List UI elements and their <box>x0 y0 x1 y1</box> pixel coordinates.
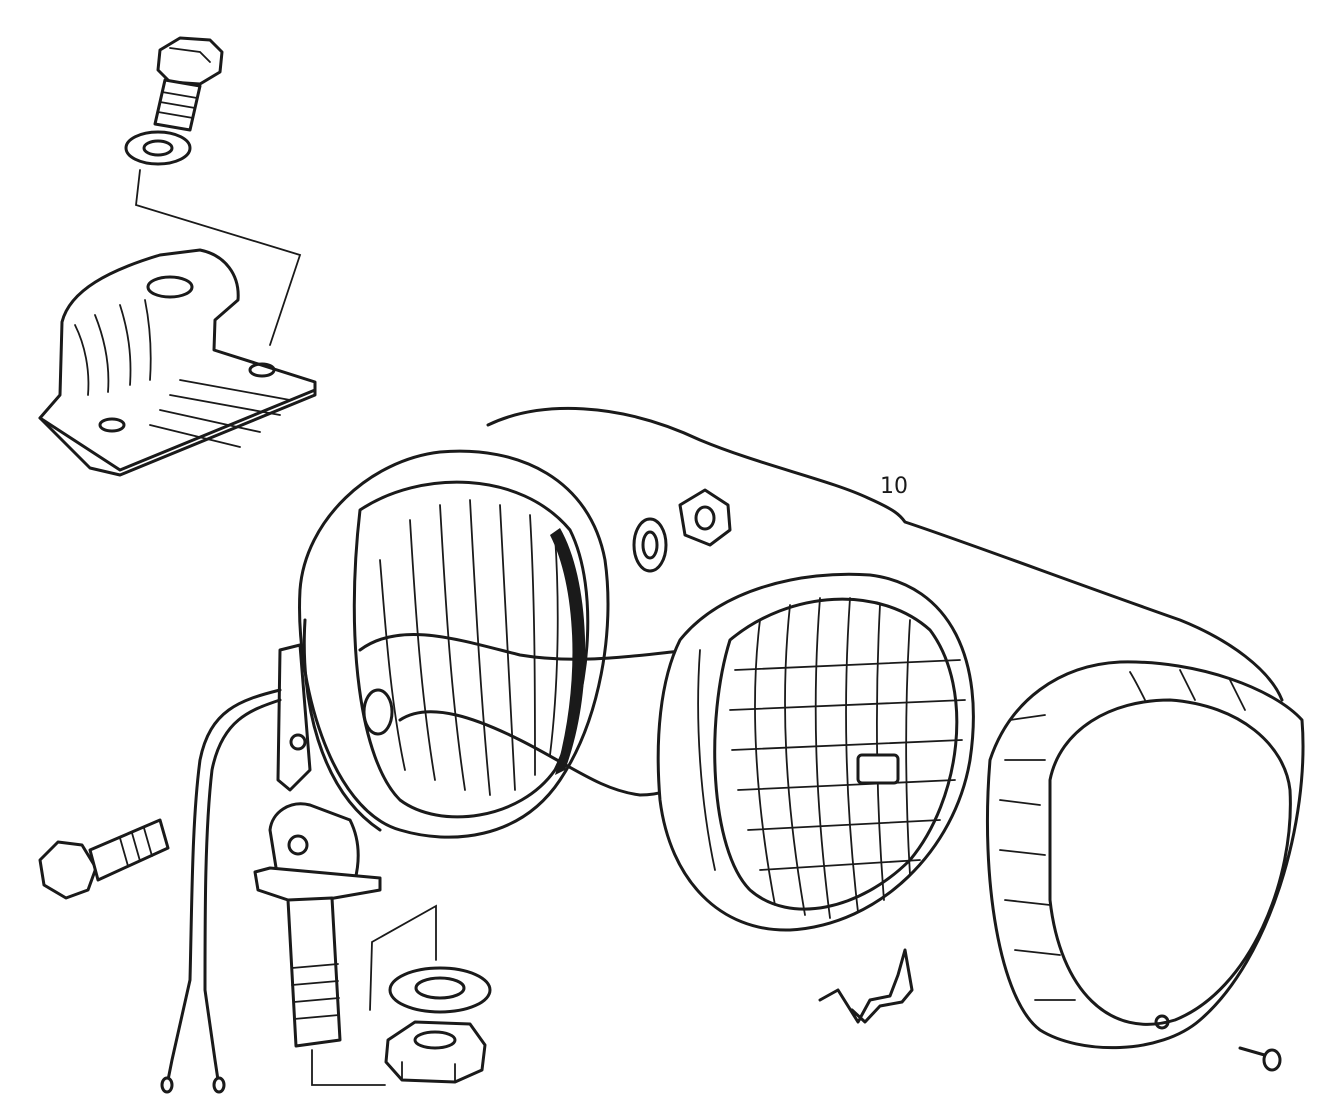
washer-lower <box>388 966 492 1014</box>
headlamp-shell <box>298 449 610 839</box>
mounting-bracket <box>38 248 317 477</box>
hex-nut-upper <box>678 488 732 547</box>
washer-upper <box>632 517 668 573</box>
trim-rim <box>985 660 1305 1050</box>
lock-washer-top <box>124 130 192 166</box>
retaining-spring-clip <box>818 948 914 1024</box>
rim-screw <box>1238 1046 1282 1072</box>
callout-label-10: 10 <box>880 474 908 499</box>
sealed-beam-lamp <box>656 572 975 932</box>
hex-nut-lower <box>384 1020 487 1084</box>
mounting-bolt-top <box>153 36 224 132</box>
assembly-line-stud <box>311 904 437 1086</box>
assembly-line-bracket <box>135 169 302 346</box>
lamp-wire-loop <box>358 632 692 797</box>
swivel-mounting-stud <box>253 802 382 1048</box>
mounting-bolt-side <box>38 818 170 900</box>
shell-mounting-tab <box>276 643 312 792</box>
lamp-cable-leads <box>160 688 282 1094</box>
callout-leader-assembly <box>486 406 1284 702</box>
